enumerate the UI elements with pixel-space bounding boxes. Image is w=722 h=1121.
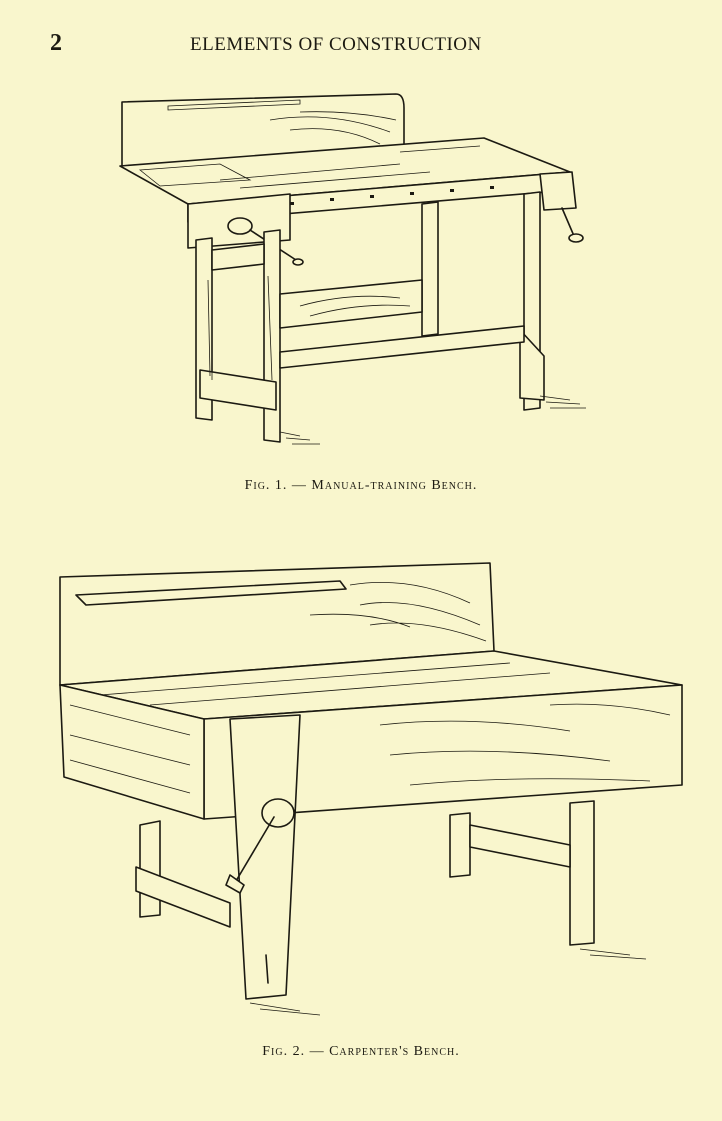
figure-1 (100, 80, 620, 460)
figure-1-caption: Fig. 1. — Manual-training Bench. (244, 478, 478, 493)
page-header: 2 ELEMENTS OF CONSTRUCTION (0, 30, 722, 60)
page-number: 2 (50, 30, 62, 56)
manual-training-bench-illustration (119, 93, 586, 445)
running-title: ELEMENTS OF CONSTRUCTION (190, 34, 482, 55)
figure-2-caption: Fig. 2. — Carpenter's Bench. (262, 1044, 460, 1059)
figure-2 (50, 555, 700, 1025)
carpenters-bench-illustration (59, 562, 683, 1016)
